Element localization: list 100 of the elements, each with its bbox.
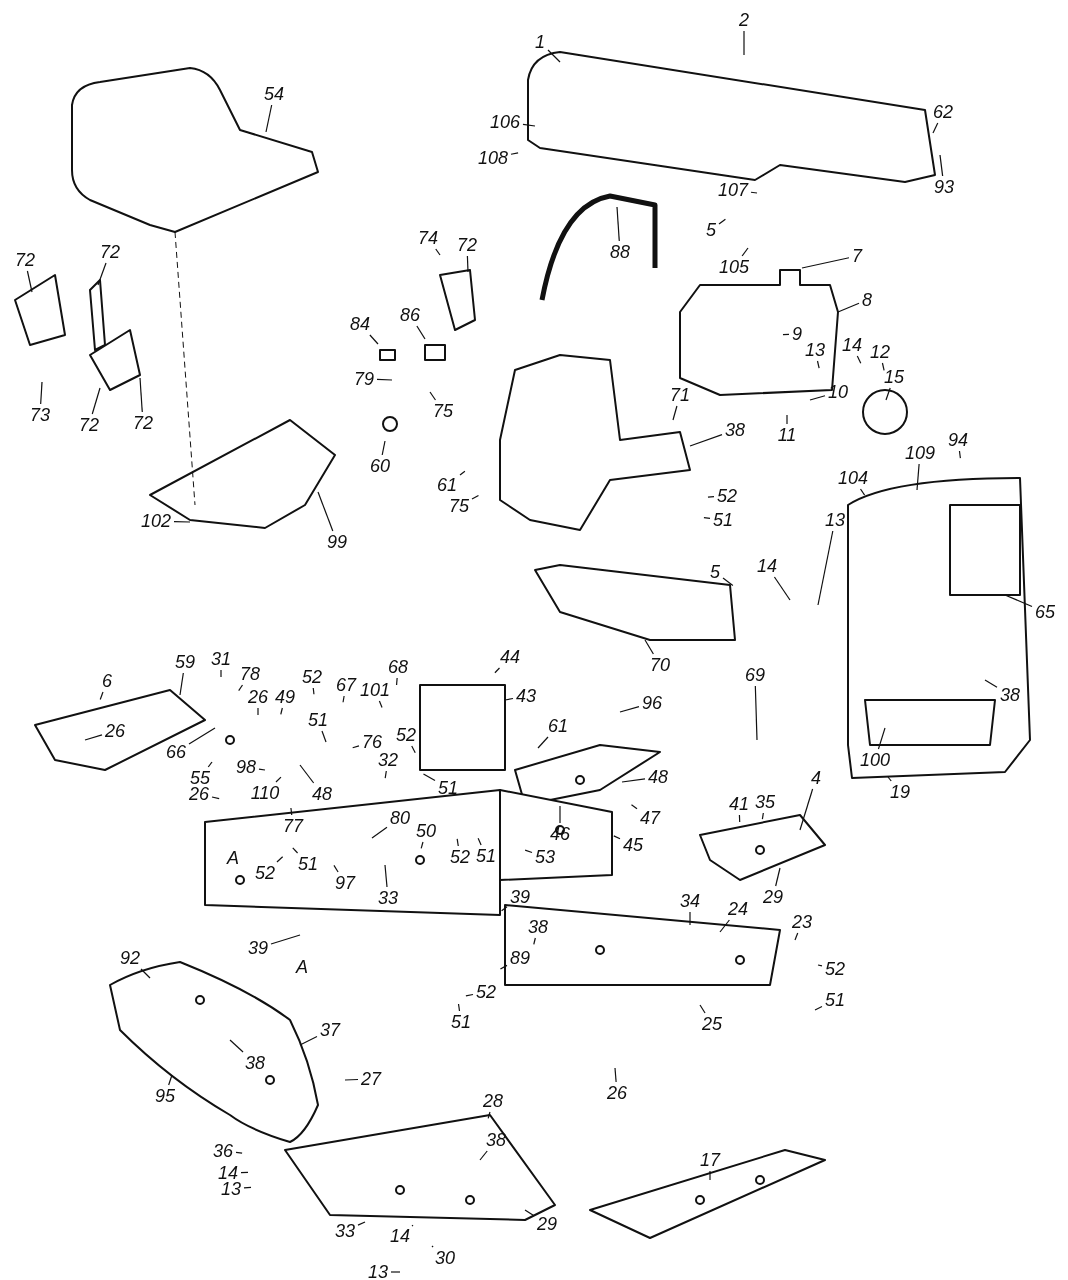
callout-number: 24 — [728, 899, 748, 919]
leader-line — [619, 706, 640, 713]
leader-line — [342, 695, 345, 703]
leader-line — [465, 993, 474, 997]
leader-line — [471, 494, 480, 500]
callout-number: 104 — [838, 468, 868, 488]
leader-line — [422, 773, 436, 782]
callout-number: 110 — [250, 783, 280, 803]
callout-number: 89 — [510, 948, 530, 968]
leader-line — [384, 864, 388, 888]
callout-number: 74 — [418, 228, 438, 248]
leader-line — [817, 964, 823, 967]
callout-number: 6 — [102, 671, 112, 691]
leader-line — [837, 302, 860, 313]
callout-number: 5 — [706, 220, 716, 240]
callout-number: 72 — [15, 250, 35, 270]
callout-number: 62 — [933, 102, 953, 122]
leader-line — [369, 334, 379, 345]
callout-number: 95 — [155, 1086, 175, 1106]
callout-number: 52 — [255, 863, 275, 883]
leader-line — [229, 1039, 244, 1053]
leader-line — [761, 812, 764, 820]
leader-line — [207, 761, 213, 768]
leader-line — [754, 685, 758, 741]
leader-line — [689, 911, 691, 926]
callout-number: 52 — [450, 847, 470, 867]
leader-line — [265, 104, 273, 133]
callout-number: 73 — [30, 405, 50, 425]
callout-number: 72 — [457, 235, 477, 255]
callout-number: 7 — [852, 246, 862, 266]
callout-number: 51 — [476, 846, 496, 866]
leader-line — [258, 768, 266, 771]
leader-line — [718, 218, 726, 225]
leader-line — [799, 788, 814, 831]
leader-line — [395, 677, 398, 686]
callout-number: 60 — [370, 456, 390, 476]
callout-number: 36 — [213, 1141, 233, 1161]
leader-line — [501, 906, 508, 912]
leader-line — [168, 1074, 173, 1086]
callout-number: 48 — [312, 784, 332, 804]
callout-number: 66 — [166, 742, 186, 762]
leader-line — [741, 247, 749, 257]
leader-line — [859, 488, 866, 496]
leader-line — [466, 255, 469, 273]
leader-line — [26, 270, 33, 293]
leader-line — [885, 387, 891, 401]
leader-line — [916, 463, 920, 491]
leader-line — [613, 835, 621, 840]
leader-line — [479, 1150, 488, 1161]
leader-line — [814, 1005, 823, 1011]
callout-number: 34 — [680, 891, 700, 911]
callout-number: 97 — [335, 873, 355, 893]
callout-number: 53 — [535, 847, 555, 867]
leader-line — [533, 937, 536, 946]
callout-number: 32 — [378, 750, 398, 770]
leader-line — [456, 838, 459, 847]
leader-line — [457, 1003, 461, 1012]
leader-line — [376, 378, 393, 381]
leader-line — [699, 1004, 706, 1014]
leader-line — [816, 360, 820, 369]
callout-number: 4 — [811, 768, 821, 788]
leader-line — [411, 1224, 414, 1227]
leader-line — [435, 248, 441, 256]
callout-number: 29 — [763, 887, 783, 907]
leader-line — [559, 805, 561, 824]
leader-line — [984, 679, 998, 688]
leader-line — [499, 964, 508, 970]
callout-number: 45 — [623, 835, 643, 855]
callout-number: 49 — [275, 687, 295, 707]
leader-line — [299, 764, 315, 784]
callout-number: 44 — [500, 647, 520, 667]
leader-line — [99, 691, 104, 701]
callout-number: 105 — [719, 257, 749, 277]
callout-number: 27 — [361, 1069, 381, 1089]
leader-line — [420, 841, 424, 850]
callout-number: 14 — [842, 335, 862, 355]
callout-number: 84 — [350, 314, 370, 334]
leader-line — [547, 49, 561, 63]
leader-line — [416, 325, 426, 340]
callout-number: 52 — [825, 959, 845, 979]
callout-number: 80 — [390, 808, 410, 828]
leader-line — [537, 736, 549, 749]
callout-number: 71 — [670, 385, 690, 405]
callout-number: 76 — [362, 732, 382, 752]
section-mark: A — [296, 957, 308, 977]
leader-line — [321, 730, 327, 743]
callout-number: 65 — [1035, 602, 1055, 622]
callout-number: 30 — [435, 1248, 455, 1268]
callout-number: 106 — [490, 112, 520, 132]
leader-line — [429, 391, 437, 401]
callout-number: 38 — [528, 917, 548, 937]
leader-line — [280, 707, 283, 716]
callout-number: 33 — [335, 1221, 355, 1241]
callout-number: 26 — [607, 1083, 627, 1103]
callout-number: 77 — [283, 816, 303, 836]
callout-number: 86 — [400, 305, 420, 325]
leader-line — [887, 776, 892, 782]
leader-line — [877, 727, 886, 750]
callout-number: 29 — [537, 1214, 557, 1234]
callout-number: 96 — [642, 693, 662, 713]
